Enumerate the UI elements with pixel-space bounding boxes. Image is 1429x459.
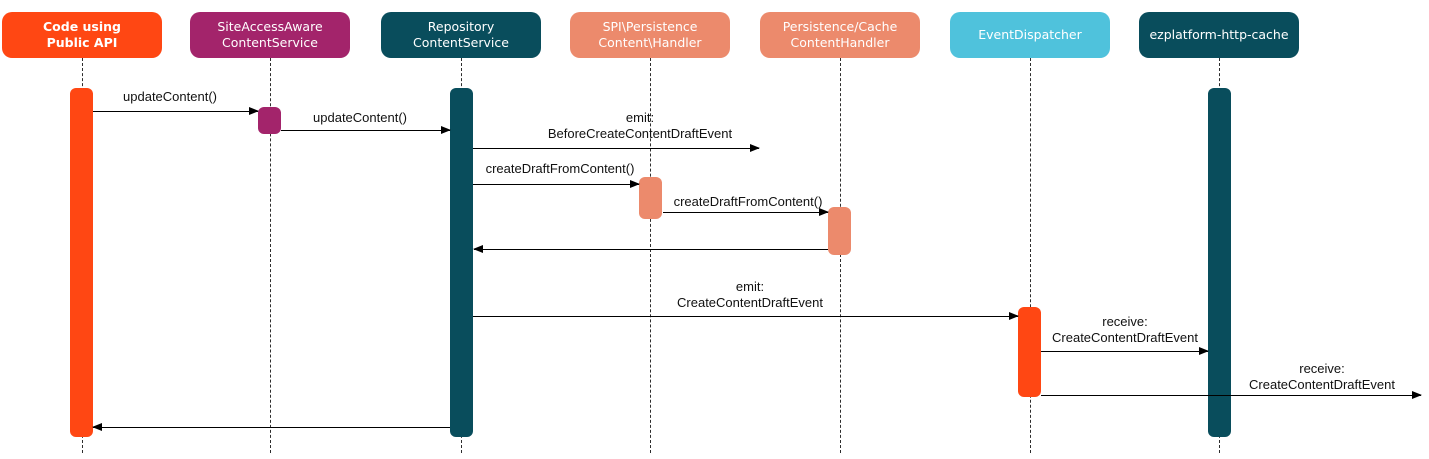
arrow-updatecontent-1	[93, 106, 259, 115]
message-label-emit-createcontentdraftevent: emit: CreateContentDraftEvent	[677, 279, 823, 310]
lifeline-persistence-cache-contenthandler	[840, 58, 841, 453]
arrow-return-to-code-using-public-api	[92, 422, 450, 431]
actor-box-siteaccessaware-contentservice: SiteAccessAware ContentService	[190, 12, 350, 58]
message-label-createdraftfromcontent-2: createDraftFromContent()	[673, 194, 823, 209]
arrow-createdraftfromcontent-1	[473, 179, 640, 188]
arrow-receive-to-ezplatform-http-cache	[1041, 346, 1209, 355]
lifeline-siteaccessaware-contentservice	[270, 58, 271, 453]
actor-box-repository-contentservice: Repository ContentService	[381, 12, 541, 58]
arrow-emit-beforecreatecontentdraftevent	[473, 143, 760, 152]
message-label-receive-createcontentdraftevent-1: receive: CreateContentDraftEvent	[1052, 314, 1198, 345]
activation-bar-ezplatform-http-cache	[1208, 88, 1231, 437]
arrow-receive-to-right-edge	[1041, 390, 1422, 399]
message-label-createdraftfromcontent-1: createDraftFromContent()	[485, 161, 635, 176]
message-label-updatecontent-1: updateContent()	[123, 89, 217, 104]
arrow-updatecontent-2	[281, 125, 451, 134]
message-label-emit-beforecreatecontentdraftevent: emit: BeforeCreateContentDraftEvent	[547, 110, 733, 141]
arrow-emit-createcontentdraftevent	[473, 311, 1019, 320]
activation-bar-persistence-cache-contenthandler	[828, 207, 851, 255]
activation-bar-repository-contentservice	[450, 88, 473, 437]
arrow-createdraftfromcontent-2	[663, 207, 829, 216]
message-label-receive-createcontentdraftevent-2: receive: CreateContentDraftEvent	[1249, 361, 1395, 392]
activation-bar-code-using-public-api	[70, 88, 93, 437]
activation-bar-siteaccessaware-contentservice	[258, 107, 281, 134]
arrow-return-to-repository-contentservice	[473, 244, 828, 253]
actor-box-ezplatform-http-cache: ezplatform-http-cache	[1139, 12, 1299, 58]
message-label-updatecontent-2: updateContent()	[313, 110, 407, 125]
actor-box-persistence-cache-contenthandler: Persistence/Cache ContentHandler	[760, 12, 920, 58]
activation-bar-eventdispatcher	[1018, 307, 1041, 397]
lifeline-eventdispatcher	[1030, 58, 1031, 453]
activation-bar-spi-persistence-content-handler	[639, 177, 662, 219]
actor-box-eventdispatcher: EventDispatcher	[950, 12, 1110, 58]
actor-box-spi-persistence-content-handler: SPI\Persistence Content\Handler	[570, 12, 730, 58]
lifeline-spi-persistence-content-handler	[650, 58, 651, 453]
actor-box-code-using-public-api: Code using Public API	[2, 12, 162, 58]
